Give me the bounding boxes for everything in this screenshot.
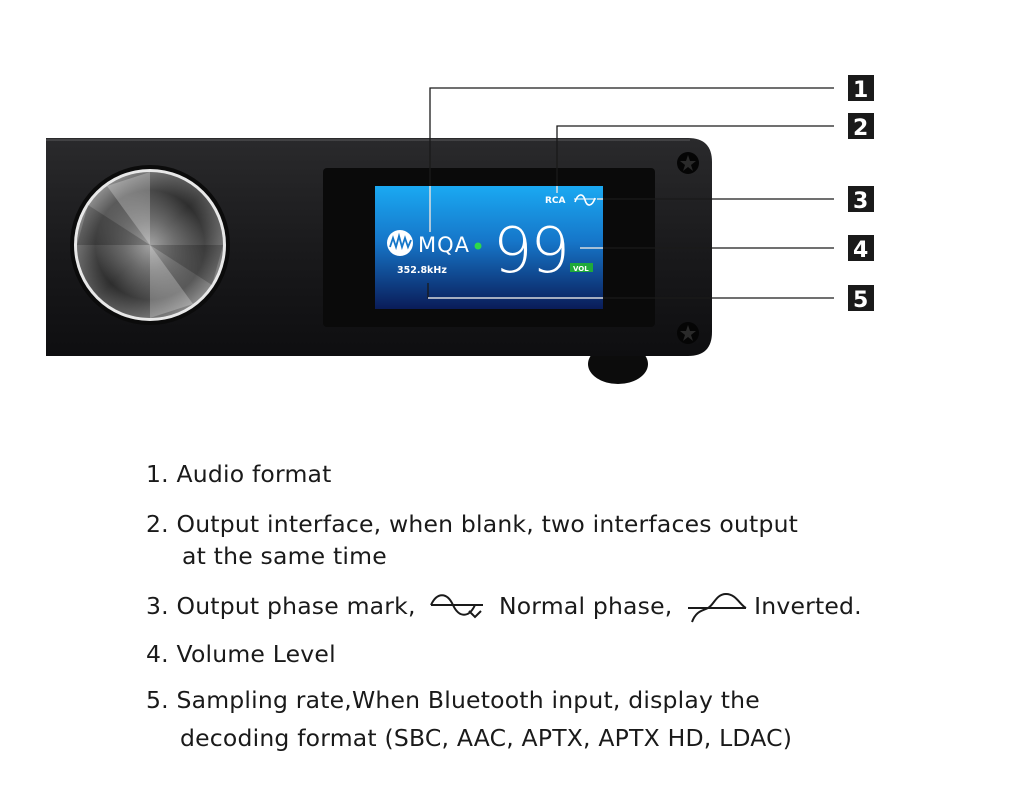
callout-3: 3 (848, 186, 874, 214)
legend-item-4: 4. Volume Level (146, 640, 336, 668)
device-diagram: MQA 352.8kHz RCA 99 VOL 1 2 3 4 5 (46, 75, 874, 384)
svg-text:5: 5 (853, 288, 868, 313)
legend-item-3: 3. Output phase mark, Normal phase, Inve… (146, 590, 862, 625)
callout-1: 1 (848, 75, 874, 103)
svg-text:4: 4 (853, 238, 868, 263)
output-interface-text: RCA (545, 196, 566, 206)
volume-badge-text: VOL (573, 265, 589, 273)
display-screen (375, 186, 603, 309)
screw-icon (677, 322, 699, 344)
phase-mark-icon (574, 194, 596, 206)
normal-phase-icon (430, 593, 484, 618)
svg-text:2: 2 (853, 116, 868, 141)
legend-item-1: 1. Audio format (146, 460, 332, 488)
inverted-phase-icon (688, 592, 747, 622)
format-text: MQA (418, 233, 470, 257)
screw-icon (677, 152, 699, 174)
legend-item-2: 2. Output interface, when blank, two int… (146, 510, 799, 570)
volume-badge (570, 263, 593, 272)
svg-text:3: 3 (853, 189, 868, 214)
callout-5: 5 (848, 285, 874, 313)
format-indicator-dot (474, 242, 482, 250)
svg-text:1: 1 (853, 78, 868, 103)
mqa-logo-icon (387, 230, 413, 256)
volume-level-text: 99 (493, 214, 568, 287)
sample-rate-text: 352.8kHz (397, 265, 447, 276)
volume-knob-icon[interactable] (70, 165, 230, 325)
callout-2: 2 (848, 113, 874, 141)
legend-item-5: 5. Sampling rate,When Bluetooth input, d… (146, 686, 793, 752)
callout-4: 4 (848, 235, 874, 263)
